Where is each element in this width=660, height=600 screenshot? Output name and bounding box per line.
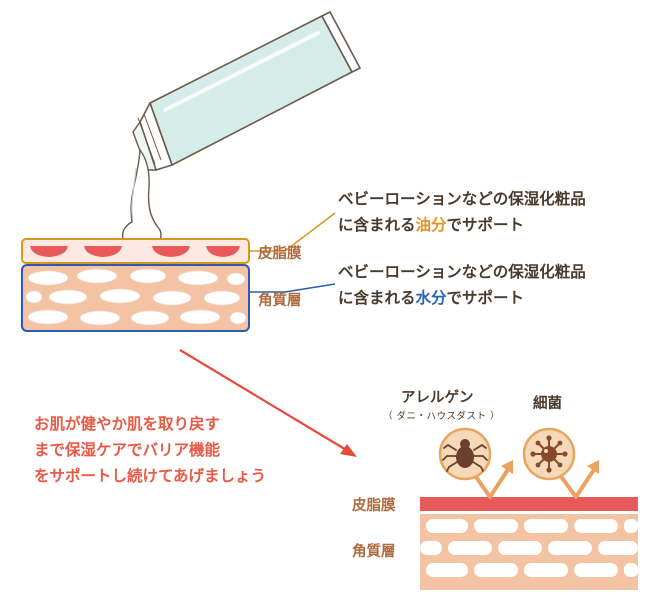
bounce-arrow-allergen bbox=[472, 460, 513, 499]
water-callout-pre: に含まれる bbox=[338, 289, 416, 307]
support-message: お肌が健やか肌を取り戻す まで保湿ケアでバリア機能 をサポートし続けてあげましょ… bbox=[34, 411, 266, 489]
stratum-label-top: 角質層 bbox=[258, 293, 302, 309]
water-callout: ベビーローションなどの保湿化粧品 に含まれる水分でサポート bbox=[338, 259, 586, 311]
water-leader-line bbox=[249, 283, 336, 293]
sebum-layer-top bbox=[21, 238, 250, 264]
stratum-label-bottom: 角質層 bbox=[352, 544, 396, 560]
red-arrow bbox=[179, 349, 357, 457]
oil-leader-line bbox=[249, 212, 336, 252]
sebum-label-top: 皮脂膜 bbox=[258, 246, 302, 262]
water-callout-line2: に含まれる水分でサポート bbox=[338, 285, 586, 311]
sebum-layer-bottom bbox=[420, 497, 638, 511]
oil-callout-post: でサポート bbox=[446, 216, 525, 234]
water-callout-line1: ベビーローションなどの保湿化粧品 bbox=[338, 263, 586, 281]
sebum-label-bottom: 皮脂膜 bbox=[352, 498, 396, 514]
support-message-line1: お肌が健やか肌を取り戻す bbox=[34, 415, 221, 433]
oil-highlight: 油分 bbox=[415, 216, 447, 234]
oil-callout-pre: に含まれる bbox=[338, 216, 416, 234]
water-callout-post: でサポート bbox=[446, 289, 525, 307]
mite-icon bbox=[438, 427, 492, 481]
water-highlight: 水分 bbox=[415, 289, 447, 307]
lotion-tube-icon bbox=[132, 10, 362, 171]
oil-callout-line2: に含まれる油分でサポート bbox=[338, 212, 586, 238]
bacteria-title: 細菌 bbox=[533, 396, 562, 412]
support-message-line3: をサポートし続けてあげましょう bbox=[34, 467, 267, 485]
oil-callout-line1: ベビーローションなどの保湿化粧品 bbox=[338, 190, 586, 208]
germ-icon bbox=[522, 427, 576, 481]
stratum-layer-top bbox=[21, 264, 250, 332]
bounce-arrow-bacteria bbox=[558, 460, 599, 499]
allergen-title: アレルゲン bbox=[401, 390, 474, 406]
oil-callout: ベビーローションなどの保湿化粧品 に含まれる油分でサポート bbox=[338, 186, 586, 238]
stratum-layer-bottom bbox=[420, 514, 638, 590]
support-message-line2: まで保湿ケアでバリア機能 bbox=[34, 441, 221, 459]
allergen-subtitle: （ ダニ・ハウスダスト ） bbox=[383, 411, 501, 422]
